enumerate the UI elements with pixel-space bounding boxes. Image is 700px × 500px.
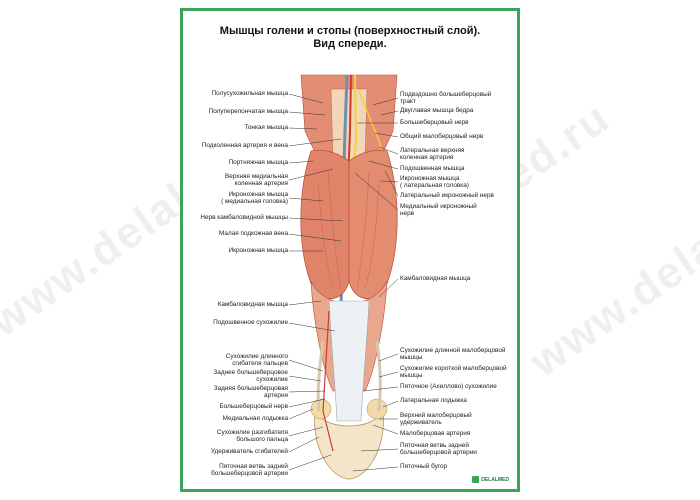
label-soleus-left: Камбаловидная мышца [217,301,288,308]
publisher-logo: DELALMED [472,476,509,483]
label-superior-medial-genicular-2: коленная артерия [234,180,288,187]
poster-frame: Мышцы голени и стопы (поверхностный слой… [180,8,520,492]
posterior-tibial-artery [322,310,334,452]
label-common-peroneal-nerve: Общий малоберцовый нерв [400,133,484,140]
poster-title: Мышцы голени и стопы (поверхностный слой… [183,25,517,51]
label-tibial-nerve-left: Большеберцовый нерв [219,403,288,410]
lateral-malleolus [366,398,388,420]
label-tibial-nerve-right: Большеберцовый нерв [400,119,469,126]
label-lateral-malleolus: Латеральная лодыжка [400,397,467,404]
label-tibialis-posterior-1: Заднее большеберцовое [213,369,288,376]
gastrocnemius-medial-head [300,149,350,300]
achilles-tendon [328,300,370,422]
label-flexor-digitorum-1: Сухожилие длинного [225,353,288,360]
label-superior-peroneal-retinaculum-1: Верхний малоберцовый [400,412,472,419]
label-peroneus-brevis-2: мышцы [400,372,423,379]
label-tibialis-posterior-2: сухожилие [256,376,288,383]
label-medial-sural-nerve-1: Медиальный икроножный [400,203,477,210]
logo-mark-icon [472,476,480,483]
label-calcaneal-branch-right-1: Пяточная ветвь задней [400,442,469,449]
label-flexor-retinaculum: Удерживатель сгибателей [210,448,288,455]
label-medial-sural-nerve-2: нерв [400,210,415,217]
label-posterior-tibial-artery-2: артерия [264,392,288,399]
label-peroneus-longus-2: мышцы [400,354,423,361]
watermark: www.delalmed.ru [520,122,700,387]
label-peroneal-artery: Малоберцовая артерия [400,430,471,437]
peroneal-tendons [375,340,382,412]
label-semitendinosus: Полусухожильная мышца [211,90,288,97]
label-superior-medial-genicular-1: Верхняя медиальная [225,173,288,180]
label-extensor-hallucis-2: большого пальца [236,436,288,443]
label-gastrocnemius-lateral-1: Икроножная мышца [400,175,460,182]
label-sartorius: Портняжная мышца [228,159,288,166]
title-line-2: Вид спереди. [313,38,387,50]
label-lateral-sural-nerve: Латеральный икроножный нерв [400,192,494,199]
label-small-saphenous-vein: Малая подкожная вена [219,230,288,237]
label-iliotibial-tract-1: Подвздошно большеберцовый [400,91,492,98]
label-peroneus-brevis-1: Сухожилие короткой малоберцовой [400,365,507,372]
label-achilles-tendon: Пяточное (Ахиллово) сухожилие [400,383,497,390]
label-gastrocnemius-lateral-2: ( латеральная головка) [400,182,469,189]
label-gastrocnemius-medial-2: ( медиальная головка) [221,198,288,205]
label-iliotibial-tract-2: тракт [400,98,416,105]
label-gracilis: Тонкая мышца [244,124,288,131]
label-semimembranosus: Полуперепончатая мышца [208,108,288,115]
label-gastrocnemius-medial-1: Икроножная мышца [228,191,288,198]
gastrocnemius-lateral-head [348,149,398,300]
label-calcaneal-branch-right-2: большеберцовой артерии [400,449,477,456]
label-biceps-femoris: Двуглавая мышца бедра [400,107,474,114]
label-calcaneal-branch-left-1: Пяточная ветвь задней [219,463,288,470]
label-plantaris-tendon: Подошвенное сухожилие [213,319,288,326]
label-peroneus-longus-1: Сухожилие длинной малоберцовой [400,347,506,354]
label-medial-malleolus: Медиальная лодыжка [222,415,288,422]
label-calcaneal-branch-left-2: большеберцовой артерии [211,470,288,477]
medial-malleolus [310,398,332,420]
title-line-1: Мышцы голени и стопы (поверхностный слой… [219,25,481,37]
label-lateral-superior-genicular-1: Латеральная верхняя [400,147,465,154]
label-plantaris: Подошвенная мышца [400,165,465,172]
label-superior-peroneal-retinaculum-2: удерживатель [400,419,442,426]
logo-text: DELALMED [481,476,509,483]
label-extensor-hallucis-1: Сухожилие разгибателя [216,429,288,436]
label-soleus-nerve: Нерв камбаловидной мышцы [200,214,288,221]
label-posterior-tibial-artery-1: Задняя большеберцовая [213,385,288,392]
label-gastrocnemius: Икроножная мышца [228,247,288,254]
label-soleus-right: Камбаловидная мышца [400,275,471,282]
label-calcaneal-tuber: Пяточный бугор [400,463,448,470]
label-lateral-superior-genicular-2: коленная артерия [400,154,454,161]
label-popliteal-artery-vein: Подколенная артерия и вена [201,142,288,149]
label-flexor-digitorum-2: сгибателя пальцев [232,360,288,367]
